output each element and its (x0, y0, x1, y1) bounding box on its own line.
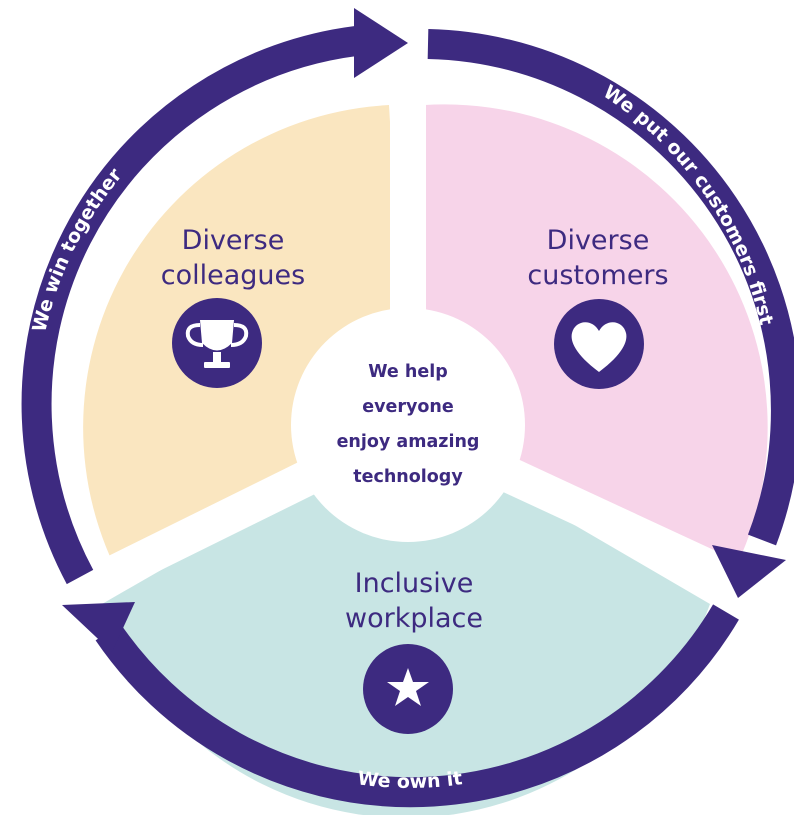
center-text-line1: We help (368, 362, 448, 382)
ring-arrow-workplace (62, 602, 739, 808)
center-text-line3: enjoy amazing (337, 432, 480, 452)
colleagues-title-line1: Diverse (182, 225, 285, 256)
ring-arrow-colleagues (21, 8, 408, 585)
trophy-icon (172, 298, 262, 388)
heart-icon (554, 299, 644, 389)
customers-title-line1: Diverse (547, 225, 650, 256)
center-text-line4: technology (353, 467, 463, 487)
workplace-title-line1: Inclusive (355, 568, 474, 599)
center-circle (291, 308, 525, 542)
colleagues-title-line2: colleagues (161, 260, 305, 291)
segment-workplace (102, 428, 710, 815)
customers-title-line2: customers (527, 260, 668, 291)
ring-label-workplace: We own it (356, 767, 463, 793)
workplace-title-line2: workplace (345, 603, 483, 634)
star-icon (363, 644, 453, 734)
ring-arrow-customers (427, 29, 794, 598)
center-text-line2: everyone (362, 397, 454, 417)
